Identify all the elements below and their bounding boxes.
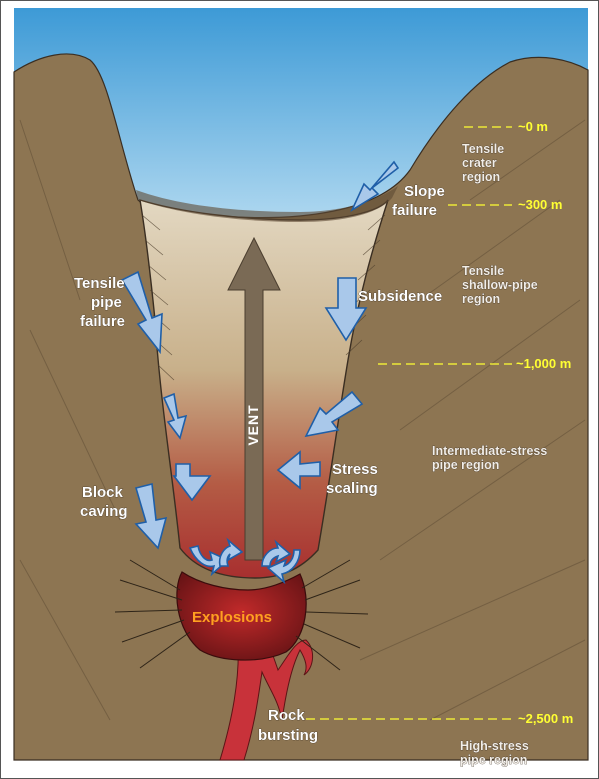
label-line: scaling: [326, 480, 378, 497]
label-explosions: Explosions: [192, 609, 272, 626]
region-line: shallow-pipe: [462, 278, 538, 292]
label-line: Tensile: [74, 275, 125, 292]
label-line: failure: [80, 313, 125, 330]
region-high-stress-pipe: High-stress pipe region: [460, 739, 529, 767]
vent-label: VENT: [245, 404, 261, 445]
label-line: pipe: [91, 294, 122, 311]
depth-label-300: ~300 m: [518, 197, 562, 212]
label-line: bursting: [258, 727, 318, 744]
region-line: region: [462, 292, 500, 306]
label-line: failure: [392, 202, 437, 219]
label-subsidence: Subsidence: [358, 288, 442, 305]
depth-label-0: ~0 m: [518, 119, 548, 134]
label-line: Slope: [404, 183, 445, 200]
region-line: pipe region: [460, 753, 527, 767]
depth-label-1000: ~1,000 m: [516, 356, 571, 371]
label-line: caving: [80, 503, 128, 520]
label-line: Stress: [332, 461, 378, 478]
depth-label-2500: ~2,500 m: [518, 711, 573, 726]
region-line: Intermediate-stress: [432, 444, 547, 458]
region-line: region: [462, 170, 500, 184]
region-line: Tensile: [462, 264, 504, 278]
region-line: pipe region: [432, 458, 499, 472]
region-line: Tensile: [462, 142, 504, 156]
label-line: Rock: [268, 707, 305, 724]
label-line: Block: [82, 484, 124, 501]
region-line: crater: [462, 156, 497, 170]
region-line: High-stress: [460, 739, 529, 753]
